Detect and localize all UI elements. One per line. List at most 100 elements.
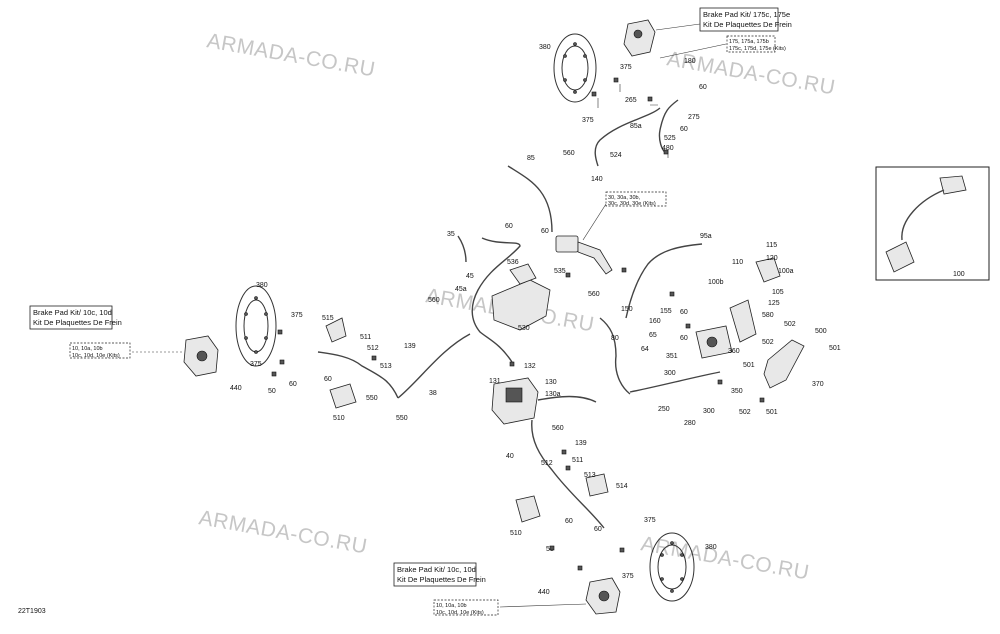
part-label: 250 xyxy=(658,406,670,413)
part-label: 380 xyxy=(539,44,551,51)
watermark-4: ARMADA-CO.RU xyxy=(197,506,369,558)
watermark-1: ARMADA-CO.RU xyxy=(205,29,377,81)
part-label: 440 xyxy=(538,589,550,596)
part-label: 160 xyxy=(649,318,661,325)
part-label: 300 xyxy=(664,370,676,377)
part-label: 560 xyxy=(428,297,440,304)
part-label: 510 xyxy=(510,530,522,537)
master-cylinder: 30, 30a, 30b, 30c, 30d, 30e (Kits) xyxy=(555,191,667,275)
master-kit-sub2: 30c, 30d, 30e (Kits) xyxy=(608,201,656,207)
part-label: 50 xyxy=(268,388,276,395)
inset-label: 100 xyxy=(953,271,965,278)
kit-left-line1: Brake Pad Kit/ 10c, 10d xyxy=(33,308,112,317)
part-label: 60 xyxy=(565,518,573,525)
upper-brake-lines xyxy=(457,165,553,363)
brake-pad-kit-bottom: Brake Pad Kit/ 10c, 10d Kit De Plaquette… xyxy=(393,562,587,616)
part-label: 375 xyxy=(250,361,262,368)
part-label: 65 xyxy=(649,332,657,339)
part-label: 512 xyxy=(541,460,553,467)
part-label: 60 xyxy=(594,526,602,533)
part-label: 60 xyxy=(324,376,332,383)
part-label: 155 xyxy=(660,308,672,315)
part-label: 130a xyxy=(545,391,561,398)
kit-top-right-sub1: 175, 175a, 175b xyxy=(729,39,769,45)
part-label: 132 xyxy=(524,363,536,370)
part-label: 139 xyxy=(575,440,587,447)
part-label: 275 xyxy=(688,114,700,121)
part-label: 40 xyxy=(506,453,514,460)
part-label: 370 xyxy=(812,381,824,388)
part-label: 60 xyxy=(680,126,688,133)
part-label: 511 xyxy=(360,334,371,341)
part-label: 380 xyxy=(705,544,717,551)
part-label: 60 xyxy=(505,223,513,230)
kit-bottom-sub2: 10c, 10d, 10e (Kits) xyxy=(436,610,484,616)
part-label: 550 xyxy=(366,395,378,402)
part-label: 502 xyxy=(762,339,774,346)
part-label: 100a xyxy=(778,268,794,275)
part-label: 351 xyxy=(666,353,678,360)
part-label: 150 xyxy=(621,306,633,313)
part-label: 501 xyxy=(743,362,755,369)
part-label: 140 xyxy=(591,176,603,183)
part-label: 580 xyxy=(762,312,774,319)
kit-top-right-line1: Brake Pad Kit/ 175c, 175e xyxy=(703,10,790,19)
part-label: 85 xyxy=(527,155,535,162)
part-label: 502 xyxy=(784,321,796,328)
part-label: 375 xyxy=(582,117,594,124)
part-label: 60 xyxy=(289,381,297,388)
rear-caliper-bottom xyxy=(515,473,695,615)
part-label: 80 xyxy=(611,335,619,342)
part-label: 513 xyxy=(584,472,596,479)
part-label: 512 xyxy=(367,345,379,352)
part-label: 180 xyxy=(684,58,696,65)
part-label: 500 xyxy=(815,328,827,335)
part-label: 524 xyxy=(610,152,622,159)
part-label: 110 xyxy=(732,259,743,266)
inset-reservoir-box: 100 xyxy=(875,166,990,281)
part-label: 139 xyxy=(404,343,416,350)
part-label: 511 xyxy=(572,457,583,464)
part-label: 350 xyxy=(731,388,743,395)
watermark-2: ARMADA-CO.RU xyxy=(665,47,837,99)
part-label: 536 xyxy=(507,259,519,266)
part-label: 550 xyxy=(396,415,408,422)
part-label: 360 xyxy=(728,348,740,355)
part-label: 525 xyxy=(664,135,676,142)
part-label: 64 xyxy=(641,346,649,353)
part-label: 131 xyxy=(489,378,501,385)
part-label: 501 xyxy=(829,345,841,352)
part-label: 300 xyxy=(703,408,715,415)
fittings xyxy=(271,77,765,571)
part-label: 35 xyxy=(447,231,455,238)
part-label: 125 xyxy=(768,300,780,307)
part-label: 60 xyxy=(680,335,688,342)
part-label: 513 xyxy=(380,363,392,370)
kit-left-sub2: 10c, 10d, 10e (Kits) xyxy=(72,353,120,359)
part-label: 38 xyxy=(429,390,437,397)
part-label: 265 xyxy=(625,97,637,104)
part-label: 375 xyxy=(622,573,634,580)
kit-bottom-sub1: 10, 10a, 10b xyxy=(436,603,467,609)
part-label: 560 xyxy=(552,425,564,432)
part-label: 501 xyxy=(766,409,778,416)
rear-caliper-top xyxy=(553,19,679,167)
watermark-5: ARMADA-CO.RU xyxy=(639,532,811,584)
part-label: 95a xyxy=(700,233,712,240)
part-labels: 380 375 180 60 265 275 375 85a 60 525 56… xyxy=(230,44,841,596)
abs-module xyxy=(491,263,605,529)
part-label: 560 xyxy=(563,150,575,157)
master-kit-sub1: 30, 30a, 30b, xyxy=(608,195,641,201)
kit-top-right-sub2: 175c, 175d, 175e (Kits) xyxy=(729,46,786,52)
part-label: 375 xyxy=(644,517,656,524)
kit-bottom-line1: Brake Pad Kit/ 10c, 10d xyxy=(397,565,476,574)
part-label: 85a xyxy=(630,123,642,130)
part-label: 100b xyxy=(708,279,724,286)
rear-brake-system xyxy=(599,243,805,395)
kit-top-right-line2: Kit De Plaquettes De Frein xyxy=(703,20,792,29)
part-label: 60 xyxy=(541,228,549,235)
part-label: 45 xyxy=(466,273,474,280)
part-label: 510 xyxy=(333,415,345,422)
part-label: 120 xyxy=(766,255,778,262)
